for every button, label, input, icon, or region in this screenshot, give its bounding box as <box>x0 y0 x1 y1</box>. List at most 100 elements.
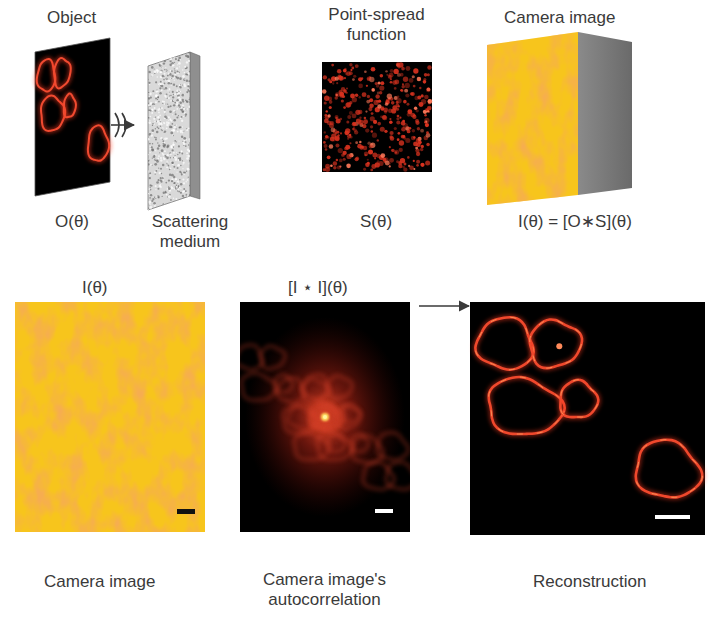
illustration-part <box>174 182 176 184</box>
illustration-part <box>173 53 176 56</box>
illustration-part <box>178 191 180 193</box>
illustration-part <box>403 168 407 172</box>
illustration-part <box>261 346 285 369</box>
illustration-part <box>489 377 565 434</box>
illustration-part <box>181 204 182 205</box>
illustration-part <box>163 122 165 124</box>
illustration-part <box>155 57 156 58</box>
illustration-part <box>41 95 65 131</box>
illustration-part <box>150 62 152 64</box>
illustration-part <box>158 208 161 211</box>
illustration-part <box>336 118 341 123</box>
illustration-part <box>187 155 190 158</box>
illustration-part <box>178 75 179 76</box>
illustration-part <box>148 117 150 119</box>
illustration-part <box>155 61 157 63</box>
illustration-part <box>164 83 166 85</box>
illustration-part <box>182 111 184 113</box>
illustration-part <box>157 116 159 118</box>
illustration-part <box>148 71 150 73</box>
illustration-part <box>163 204 165 206</box>
illustration-part <box>367 95 370 98</box>
illustration-part <box>171 162 174 165</box>
illustration-part <box>333 166 337 170</box>
illustration-part <box>168 120 169 121</box>
image-panel: Point-spread functionS(θ) <box>314 5 440 232</box>
illustration-part <box>171 204 174 207</box>
illustration-part <box>176 185 178 187</box>
illustration-part <box>173 157 174 158</box>
illustration-part <box>368 149 373 154</box>
illustration-part <box>159 84 160 85</box>
illustration-part <box>158 168 159 169</box>
illustration-part <box>166 154 168 156</box>
reconstruction-panel <box>470 302 705 535</box>
illustration-part <box>190 52 200 199</box>
illustration-part <box>147 79 148 80</box>
illustration-part <box>183 188 185 190</box>
illustration-part <box>159 119 161 121</box>
illustration-part <box>158 208 160 210</box>
illustration-part <box>154 208 157 211</box>
illustration-part <box>162 81 163 82</box>
illustration-part <box>158 112 160 114</box>
illustration-part <box>160 159 162 161</box>
illustration-part <box>174 72 176 74</box>
illustration-part <box>162 127 163 128</box>
illustration-part <box>178 71 179 72</box>
illustration-part <box>165 69 168 72</box>
illustration-part <box>150 174 151 175</box>
illustration-part <box>335 92 340 97</box>
illustration-part <box>419 87 421 89</box>
illustration-part <box>155 63 156 64</box>
illustration-part <box>164 130 166 132</box>
illustration-part <box>330 137 335 142</box>
illustration-part <box>165 192 167 194</box>
illustration-part <box>164 109 165 110</box>
illustration-part <box>153 92 154 93</box>
illustration-part <box>360 146 364 150</box>
illustration-part <box>379 85 384 90</box>
illustration-part <box>365 163 370 168</box>
illustration-part <box>182 84 183 85</box>
illustration-part <box>149 122 151 124</box>
scale-bar <box>177 509 195 514</box>
illustration-part <box>189 194 191 196</box>
illustration-part <box>152 165 153 166</box>
illustration-part <box>184 66 186 68</box>
illustration-part <box>150 134 153 137</box>
illustration-part <box>345 72 348 75</box>
illustration-part <box>370 116 375 121</box>
illustration-part <box>175 198 177 200</box>
illustration-part <box>159 64 161 66</box>
illustration-part <box>158 155 160 157</box>
illustration-part <box>149 120 150 121</box>
illustration-part <box>343 106 346 109</box>
illustration-part <box>397 73 401 77</box>
illustration-part <box>54 58 71 88</box>
illustration-part <box>414 142 419 147</box>
illustration-part <box>361 77 363 79</box>
illustration-part <box>154 205 156 207</box>
illustration-part <box>149 187 150 188</box>
illustration-part <box>170 168 172 170</box>
illustration-part <box>365 110 367 112</box>
text-slot: Camera image's autocorrelation <box>232 570 418 609</box>
illustration-part <box>154 71 157 74</box>
illustration-part <box>177 64 178 65</box>
illustration-part <box>185 73 187 75</box>
illustration-part <box>346 88 348 90</box>
illustration-part <box>178 96 180 98</box>
illustration-part <box>162 154 164 156</box>
illustration-part <box>397 138 400 141</box>
illustration-part <box>376 84 380 88</box>
illustration-part <box>185 181 186 182</box>
illustration-part <box>188 83 190 85</box>
illustration-part <box>379 161 384 166</box>
illustration-part <box>377 104 381 108</box>
illustration-part <box>148 163 150 165</box>
illustration-part <box>176 101 178 103</box>
illustration-part <box>35 38 110 196</box>
illustration-part <box>187 168 189 170</box>
illustration-part <box>390 136 394 140</box>
